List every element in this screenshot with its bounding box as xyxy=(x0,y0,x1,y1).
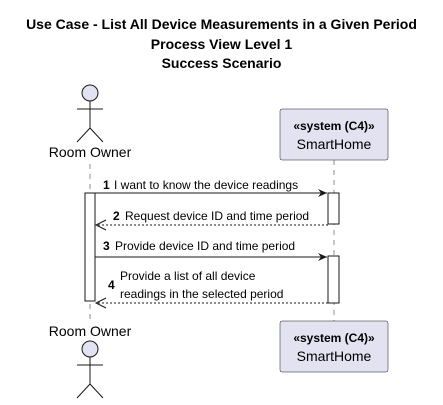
message-1-text: I want to know the device readings xyxy=(114,178,298,192)
message-3-text: Provide device ID and time period xyxy=(115,239,295,253)
system-activation-bar-2 xyxy=(327,255,340,304)
smarthome-system-box-bottom: «system (C4)» SmartHome xyxy=(279,320,389,373)
system-activation-bar-1 xyxy=(327,192,340,225)
message-4-text-line2: readings in the selected period xyxy=(120,287,283,301)
room-owner-label-bottom: Room Owner xyxy=(49,323,132,339)
actor-activation-bar xyxy=(84,192,96,302)
room-owner-actor-top-icon xyxy=(76,84,104,143)
message-2: 2 Request device ID and time period xyxy=(94,209,328,231)
message-3: 3 Provide device ID and time period xyxy=(95,239,327,261)
system-name-bottom: SmartHome xyxy=(297,348,372,364)
system-stereotype-top: «system (C4)» xyxy=(293,119,375,133)
message-2-text: Request device ID and time period xyxy=(125,209,309,223)
diagram-title-line1: Use Case - List All Device Measurements … xyxy=(26,16,417,32)
message-4: 4 Provide a list of all device readings … xyxy=(94,269,328,309)
message-3-number: 3 xyxy=(103,239,110,253)
message-4-text-line1: Provide a list of all device xyxy=(120,269,256,283)
room-owner-actor-bottom-icon xyxy=(76,340,104,399)
message-1-number: 1 xyxy=(103,178,110,192)
diagram-title-line2: Process View Level 1 xyxy=(150,36,293,52)
room-owner-label-top: Room Owner xyxy=(49,144,132,160)
smarthome-system-box-top: «system (C4)» SmartHome xyxy=(279,108,389,161)
system-name-top: SmartHome xyxy=(297,136,372,152)
message-4-number: 4 xyxy=(108,278,115,292)
message-1: 1 I want to know the device readings xyxy=(95,178,327,197)
message-2-number: 2 xyxy=(113,209,120,223)
diagram-title-line3: Success Scenario xyxy=(161,55,282,71)
system-stereotype-bottom: «system (C4)» xyxy=(293,331,375,345)
